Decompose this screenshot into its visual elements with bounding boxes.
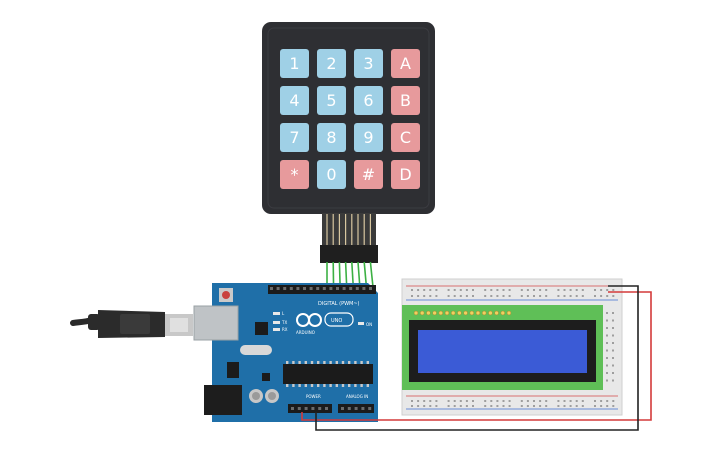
key-8[interactable] (317, 123, 346, 152)
key-label: 5 (326, 91, 336, 110)
key-1[interactable] (280, 49, 309, 78)
key-label: A (400, 54, 411, 73)
power-jack (204, 385, 242, 415)
lcd-module (402, 305, 603, 390)
arduino-uno: DIGITAL (PWM~) ARDUINO UNO ON L TX RX (193, 283, 378, 422)
key-6[interactable] (354, 86, 383, 115)
key-star[interactable] (280, 160, 309, 189)
keypad-connector (320, 245, 378, 263)
key-2[interactable] (317, 49, 346, 78)
key-0[interactable] (317, 160, 346, 189)
key-hash[interactable] (354, 160, 383, 189)
key-label: 9 (363, 128, 373, 147)
power-wires (301, 285, 652, 431)
arduino-board (212, 283, 378, 422)
key-4[interactable] (280, 86, 309, 115)
key-3[interactable] (354, 49, 383, 78)
digital-header (268, 285, 376, 294)
key-label: 4 (289, 91, 299, 110)
usb-chip (255, 322, 268, 335)
key-label: 1 (289, 54, 299, 73)
keypad: 1 2 3 A 4 5 6 B 7 8 9 C * 0 # D (262, 22, 435, 263)
key-label: * (291, 165, 299, 184)
on-label: ON (366, 322, 372, 327)
key-label: 2 (326, 54, 336, 73)
red-wire (301, 291, 652, 421)
usb-cable (70, 310, 193, 338)
tx-label: TX (281, 320, 287, 325)
key-label: 0 (326, 165, 336, 184)
key-5[interactable] (317, 86, 346, 115)
usb-port (193, 305, 239, 341)
data-wire (369, 261, 374, 290)
power-label: POWER (306, 394, 321, 399)
uno-badge (324, 312, 354, 327)
keypad-ribbon (322, 213, 376, 245)
brand-text: ARDUINO (296, 330, 315, 335)
key-label: 8 (326, 128, 336, 147)
key-label: C (400, 128, 411, 147)
digital-label: DIGITAL (PWM~) (318, 301, 360, 307)
key-d[interactable] (391, 160, 420, 189)
key-label: 7 (289, 128, 299, 147)
key-label: 3 (363, 54, 373, 73)
key-9[interactable] (354, 123, 383, 152)
lcd-screen (418, 330, 587, 373)
key-b[interactable] (391, 86, 420, 115)
key-label: B (400, 91, 411, 110)
key-label: D (399, 165, 411, 184)
rx-label: RX (282, 327, 288, 332)
key-7[interactable] (280, 123, 309, 152)
crystal (240, 345, 272, 355)
atmega-chip (283, 364, 373, 384)
model-text: UNO (331, 318, 342, 324)
black-wire (315, 285, 639, 431)
key-label: 6 (363, 91, 373, 110)
power-header (288, 404, 332, 413)
key-c[interactable] (391, 123, 420, 152)
key-label: # (362, 165, 375, 184)
l-label: L (282, 311, 285, 316)
analog-label: ANALOG IN (346, 394, 368, 399)
arduino-logo: ARDUINO (296, 313, 322, 335)
key-a[interactable] (391, 49, 420, 78)
